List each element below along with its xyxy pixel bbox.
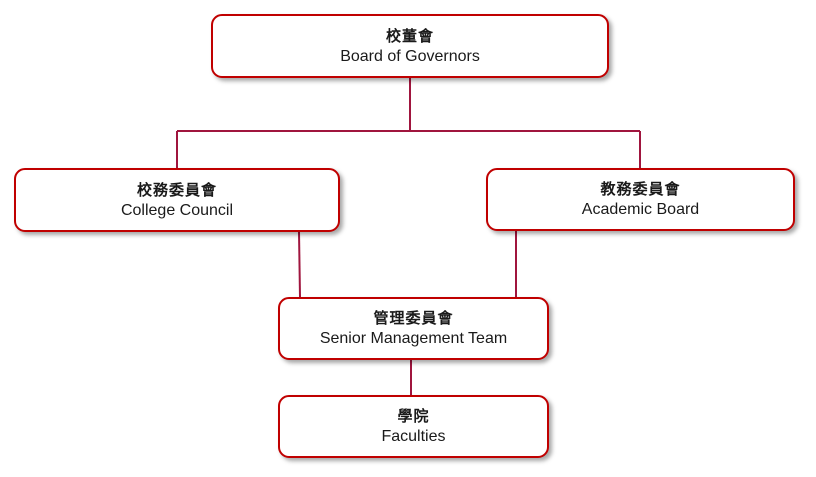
node-label-zh: 學院 [397, 407, 430, 425]
node-label-en: Faculties [381, 428, 446, 445]
node-label-zh: 教務委員會 [600, 180, 681, 198]
node-label-en: Board of Governors [340, 47, 480, 65]
node-label-en: Academic Board [581, 201, 700, 218]
node-senior-management-team: 管理委員會 Senior Management Team [278, 297, 549, 360]
node-academic-board: 教務委員會 Academic Board [486, 168, 795, 231]
node-college-council: 校務委員會 College Council [14, 168, 340, 232]
node-label-en: College Council [120, 201, 234, 219]
node-label-zh: 校務委員會 [136, 180, 217, 199]
node-label-zh: 管理委員會 [373, 309, 454, 327]
node-label-zh: 校董會 [385, 26, 434, 45]
connector-college-to-smt [298, 231, 301, 298]
node-faculties: 學院 Faculties [278, 395, 549, 458]
node-board-of-governors: 校董會 Board of Governors [211, 14, 609, 78]
node-label-en: Senior Management Team [319, 330, 508, 347]
